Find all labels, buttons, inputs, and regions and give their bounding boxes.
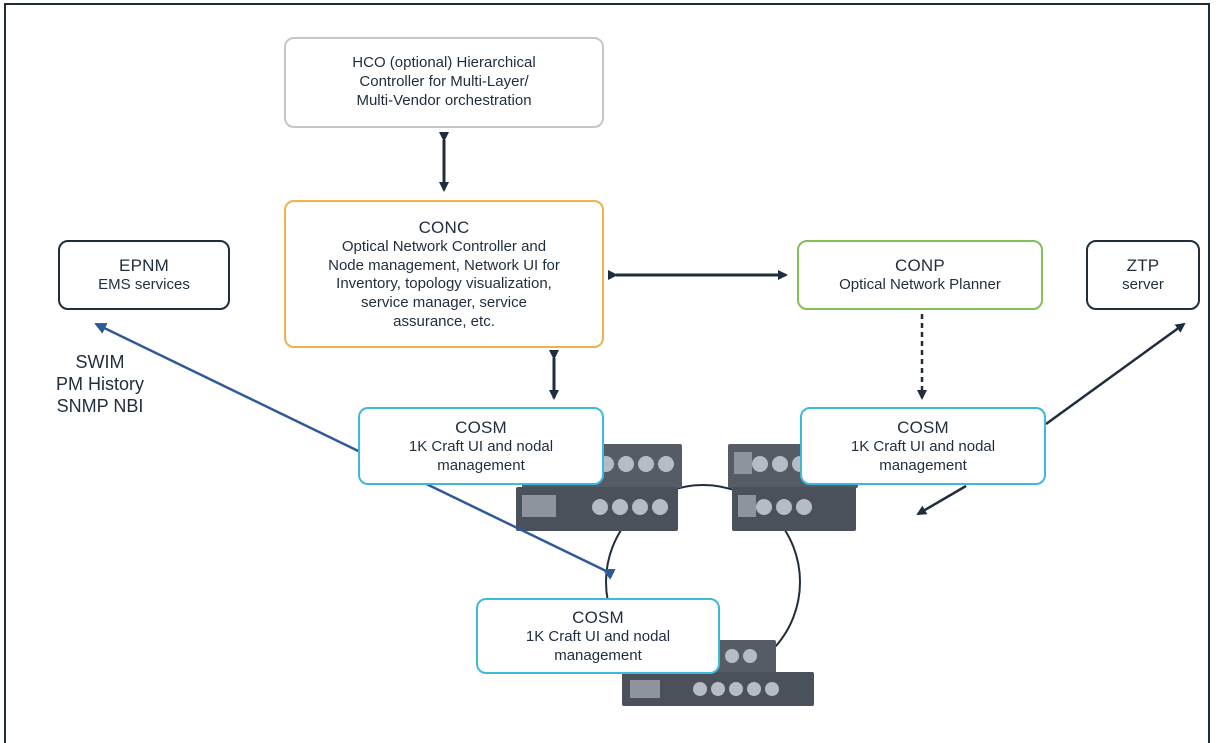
- cosm-box-1: COSM 1K Craft UI and nodal management: [358, 407, 604, 485]
- epnm-function-list: SWIM PM History SNMP NBI: [30, 352, 170, 418]
- cosm-box-2: COSM 1K Craft UI and nodal management: [800, 407, 1046, 485]
- conc-line-5: assurance, etc.: [393, 312, 495, 330]
- cosm-1-title: COSM: [455, 417, 507, 437]
- hco-box: HCO (optional) Hierarchical Controller f…: [284, 37, 604, 128]
- cosm-2-line-2: management: [879, 456, 967, 474]
- conc-line-1: Optical Network Controller and: [341, 237, 547, 255]
- conp-subtitle: Optical Network Planner: [839, 276, 1001, 294]
- cosm-box-3: COSM 1K Craft UI and nodal management: [476, 598, 720, 674]
- cosm-3-line-1: 1K Craft UI and nodal: [525, 627, 671, 645]
- epnm-subtitle: EMS services: [98, 276, 190, 294]
- cosm-3-title: COSM: [572, 607, 624, 627]
- conp-title: CONP: [895, 256, 945, 275]
- epnm-box: EPNM EMS services: [58, 240, 230, 310]
- cosm-1-line-2: management: [437, 456, 525, 474]
- link-epnm-cosm: [94, 322, 616, 580]
- cosm-3-line-2: management: [554, 646, 642, 664]
- cosm-2-line-1: 1K Craft UI and nodal: [850, 437, 996, 455]
- conc-title: CONC: [418, 217, 470, 237]
- ztp-subtitle: server: [1122, 276, 1164, 294]
- hco-line-1: HCO (optional) Hierarchical: [352, 54, 536, 72]
- epnm-function-snmp-nbi: SNMP NBI: [56, 395, 144, 416]
- link-cosm-chassis: [916, 484, 967, 516]
- conc-line-3: Inventory, topology visualization,: [336, 275, 552, 293]
- epnm-title: EPNM: [119, 256, 169, 275]
- ztp-box: ZTP server: [1086, 240, 1200, 310]
- ztp-title: ZTP: [1126, 256, 1160, 275]
- cosm-1-line-1: 1K Craft UI and nodal: [408, 437, 554, 455]
- hco-line-3: Multi-Vendor orchestration: [356, 91, 532, 109]
- diagram-frame: [4, 3, 1210, 743]
- conp-box: CONP Optical Network Planner: [797, 240, 1043, 310]
- hco-line-2: Controller for Multi-Layer/: [359, 73, 529, 91]
- conc-line-4: service manager, service: [361, 294, 527, 311]
- link-cosm-ztp: [1045, 322, 1186, 426]
- cosm-2-title: COSM: [897, 417, 949, 437]
- conc-box: CONC Optical Network Controller and Node…: [284, 200, 604, 348]
- conc-line-2: Node management, Network UI for: [328, 256, 560, 274]
- epnm-function-pm-history: PM History: [55, 373, 144, 394]
- epnm-function-swim: SWIM: [75, 352, 125, 372]
